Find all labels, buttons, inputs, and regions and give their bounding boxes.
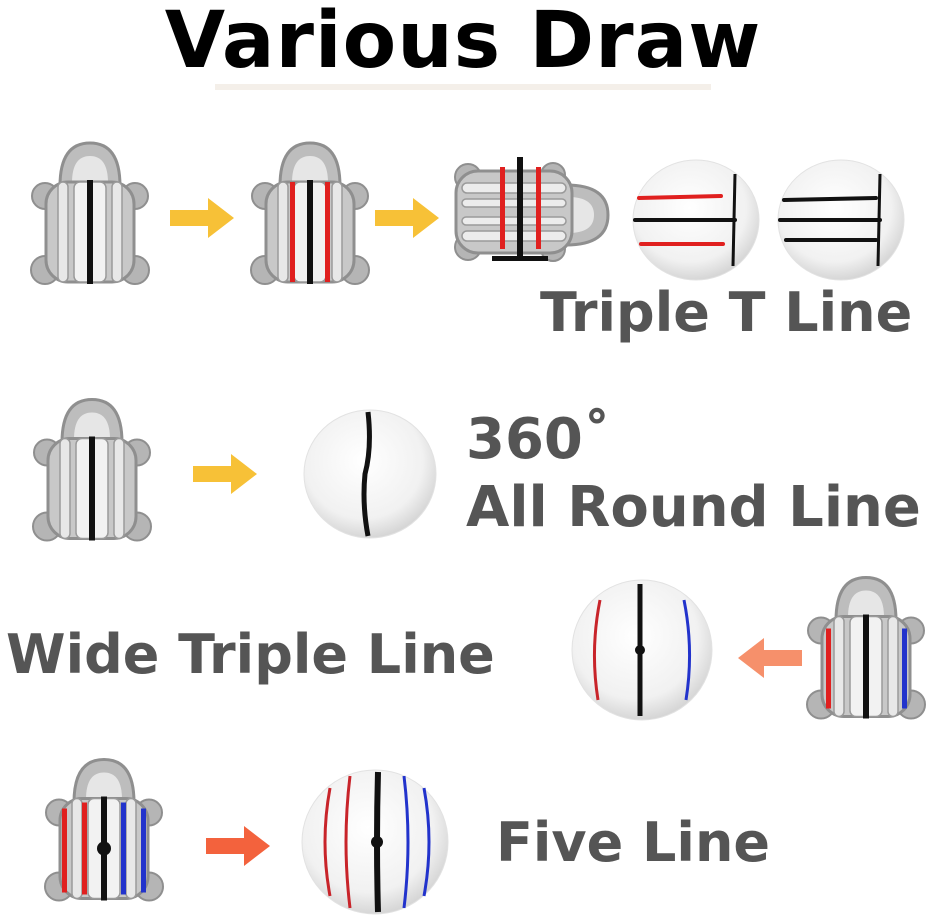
golf-ball-triple-t-red [632, 159, 760, 281]
arrow-right-icon [206, 826, 270, 866]
title-underline [215, 84, 711, 90]
page-title: Various Draw [164, 0, 762, 86]
arrow-right-icon [375, 198, 439, 238]
arrow-right-icon [170, 198, 234, 238]
golf-ball-five-line [301, 769, 449, 915]
stencil-tool-single-line-2 [32, 397, 152, 542]
label-triple-t-line: Triple T Line [540, 281, 913, 344]
stencil-tool-single-line [30, 141, 150, 285]
label-all-round-line: All Round Line [466, 475, 921, 540]
golf-ball-single-line [303, 409, 437, 539]
golf-ball-triple-t-black [777, 159, 905, 281]
arrow-left-icon [738, 638, 802, 678]
arrow-right-icon [193, 454, 257, 494]
label-five-line: Five Line [496, 811, 771, 874]
label-wide-triple-line: Wide Triple Line [6, 623, 495, 686]
stencil-tool-wide-triple [806, 575, 926, 720]
golf-ball-wide-triple [571, 579, 713, 721]
stencil-tool-three-line [250, 141, 370, 285]
stencil-tool-t-line [454, 157, 610, 262]
label-360: 360˚ [466, 407, 611, 472]
stencil-tool-five-line [44, 757, 164, 902]
